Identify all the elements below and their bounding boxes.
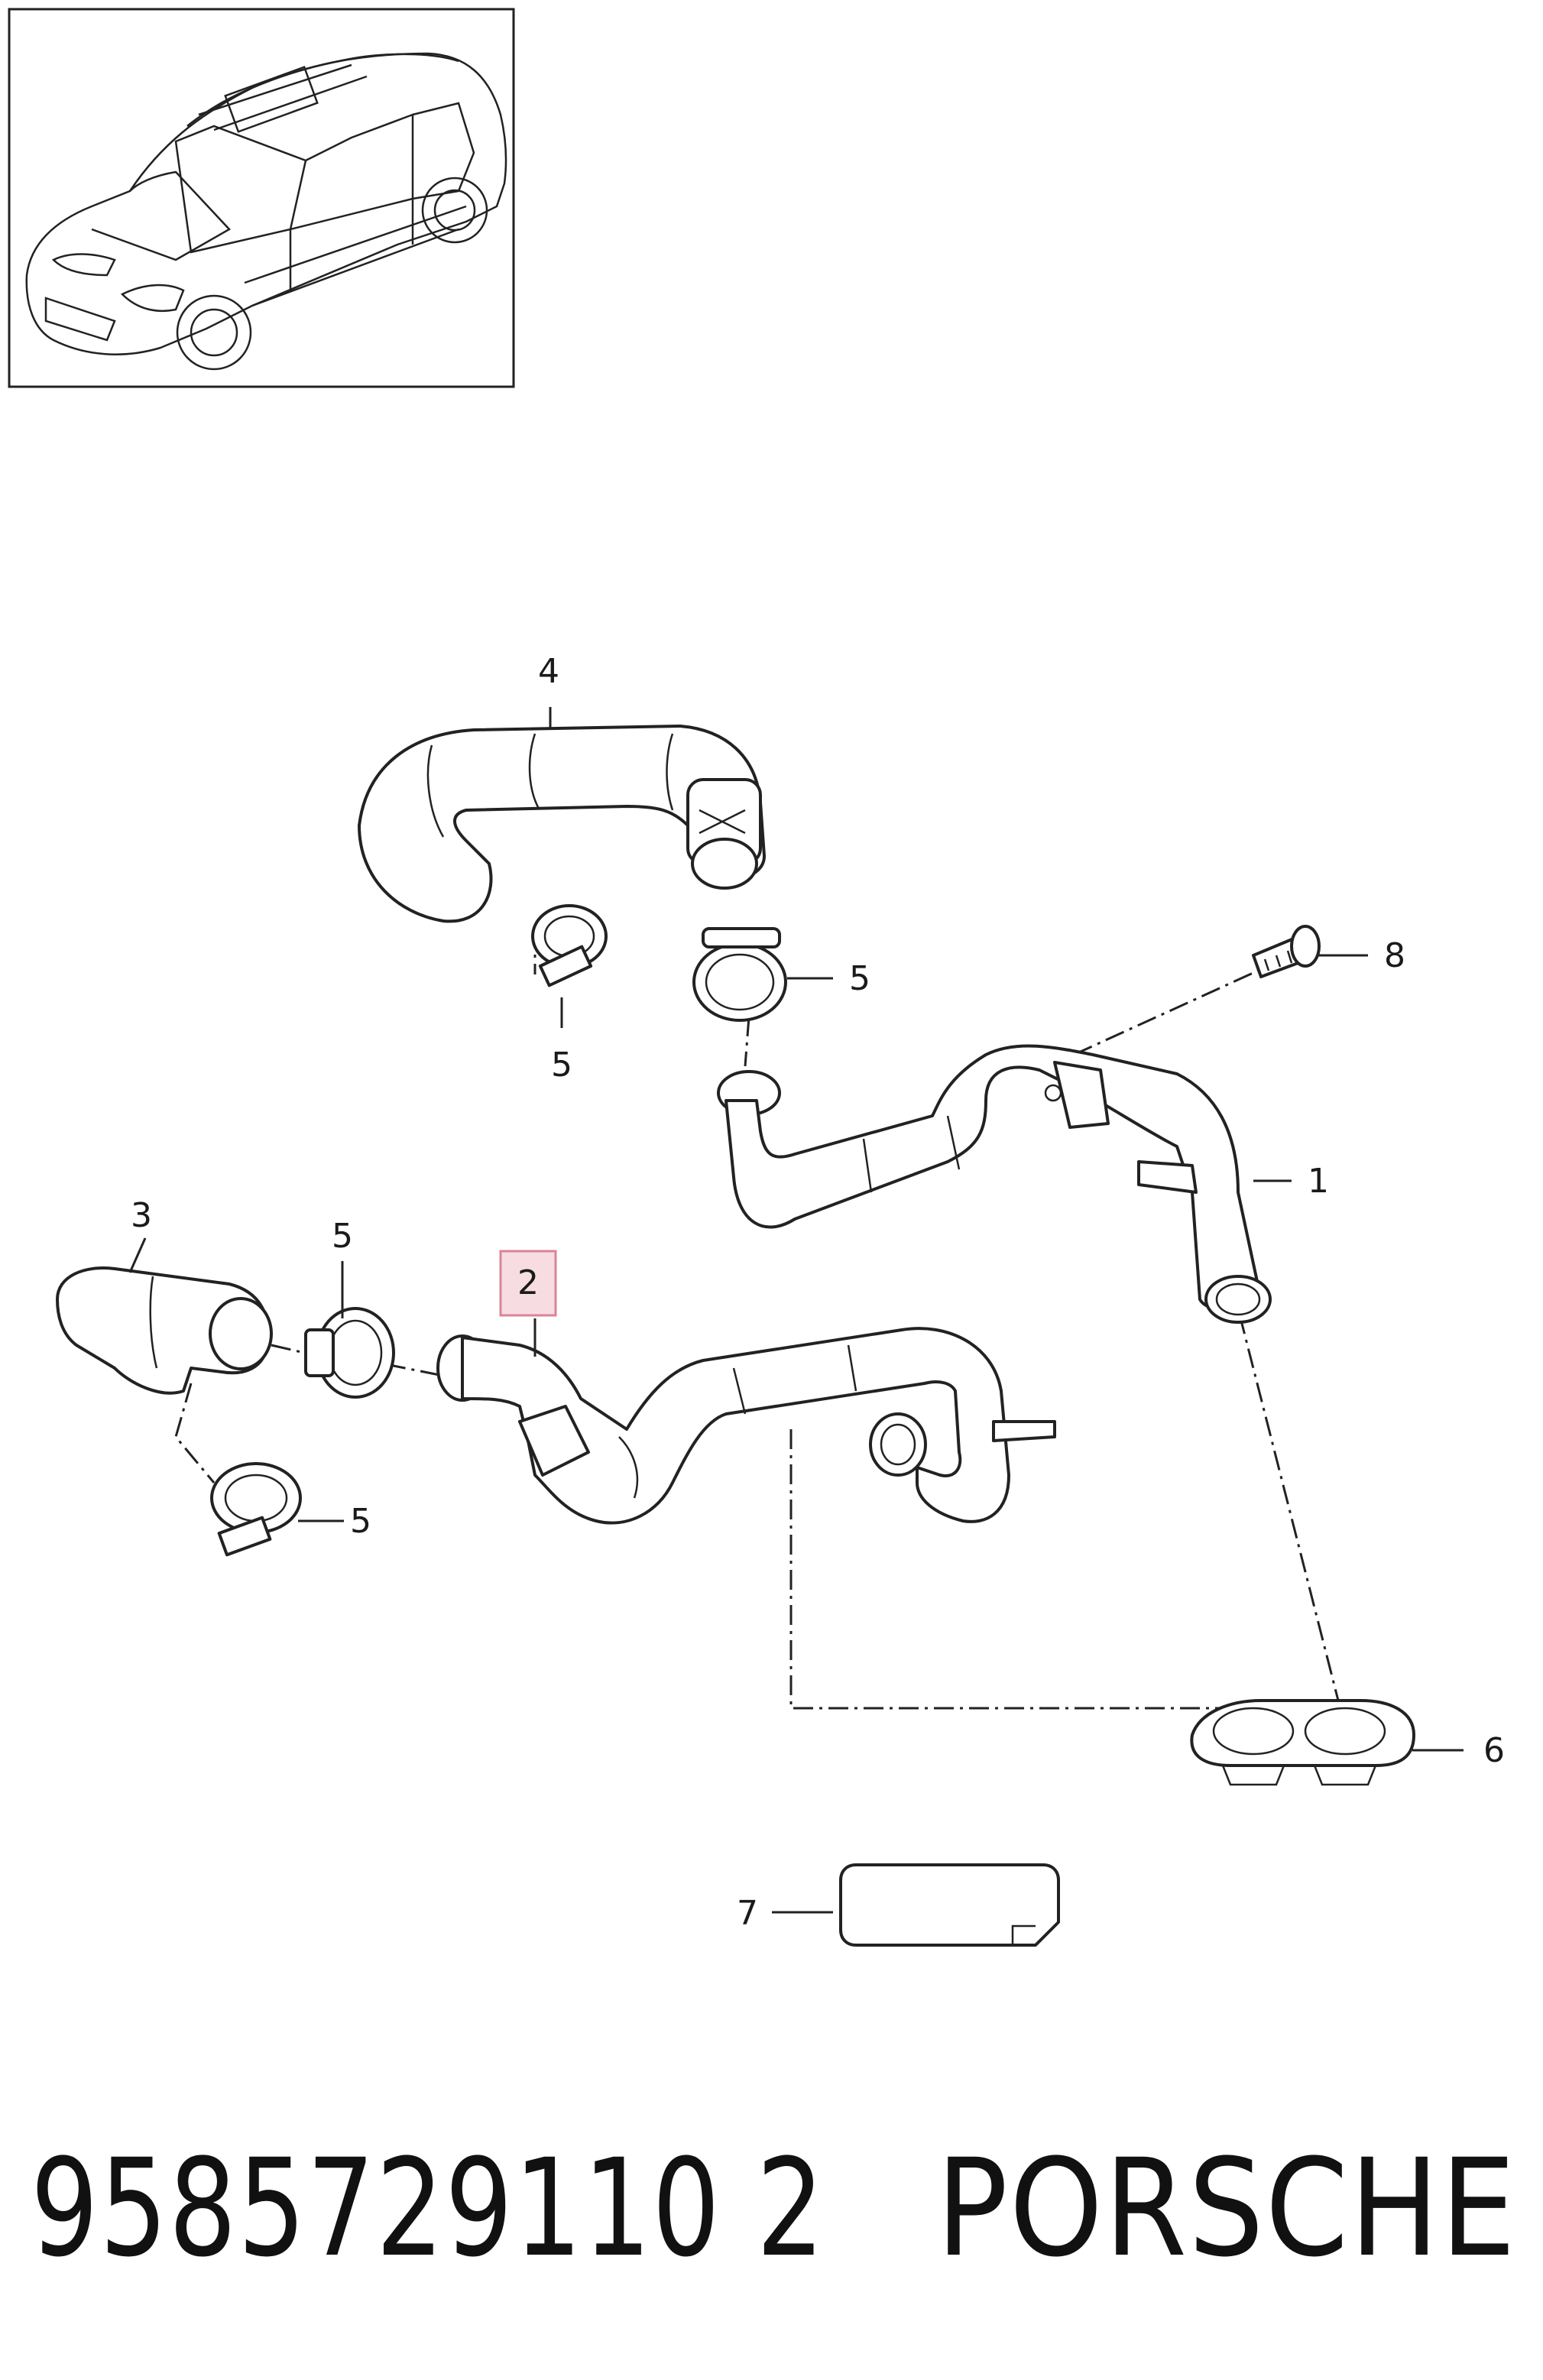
clamp-5-upper-right — [692, 927, 787, 1022]
vehicle-thumbnail — [8, 8, 515, 388]
assembly-lines — [174, 929, 1347, 1728]
callout-4: 4 — [538, 652, 559, 691]
callout-1: 1 — [1308, 1162, 1329, 1201]
leader-lines — [128, 707, 1464, 1914]
clamp-5-middle — [304, 1307, 395, 1399]
callout-8: 8 — [1384, 936, 1405, 975]
callout-7: 7 — [737, 1894, 758, 1933]
callout-6: 6 — [1483, 1731, 1505, 1770]
callout-5-upper-left: 5 — [551, 1046, 572, 1085]
callout-labels: 4 1 2 3 5 5 5 5 6 7 8 — [131, 652, 1505, 1933]
footer: 9585729110 2 PORSCHE — [31, 2130, 1517, 2287]
hose-3 — [56, 1266, 273, 1395]
part-number: 9585729110 2 — [31, 2130, 825, 2287]
callout-3: 3 — [131, 1196, 152, 1235]
callout-5-middle: 5 — [332, 1217, 353, 1256]
callout-5-upper-right: 5 — [849, 959, 870, 998]
bolt-8 — [1252, 925, 1321, 978]
suv-illustration — [25, 52, 507, 371]
grommet-6 — [1190, 1699, 1415, 1786]
hose-upper-4 — [358, 725, 766, 923]
brand-name: PORSCHE — [936, 2130, 1517, 2287]
pad-7 — [839, 1863, 1060, 1947]
clamp-5-lower-left — [210, 1462, 302, 1557]
pipe-assembly-1 — [717, 1044, 1272, 1324]
callout-5-lower-left: 5 — [350, 1502, 371, 1541]
callout-2[interactable]: 2 — [517, 1263, 539, 1302]
callout-2-highlight — [499, 1250, 557, 1317]
clamp-5-upper-left — [531, 904, 608, 987]
pipe-2 — [436, 1327, 1056, 1525]
